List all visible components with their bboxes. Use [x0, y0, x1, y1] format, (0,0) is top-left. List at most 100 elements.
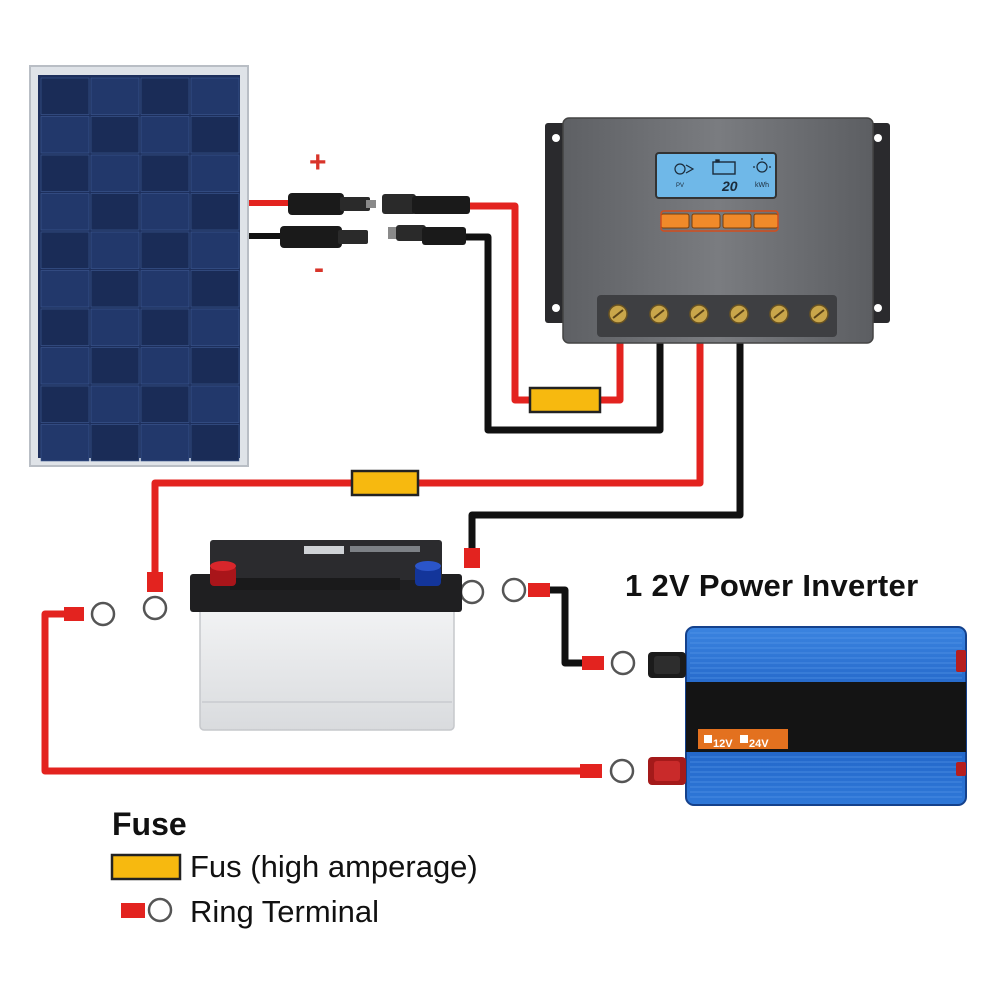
solar-cell [140, 154, 190, 192]
mc4-negative-female [388, 225, 466, 245]
inverter-title: 1 2V Power Inverter [625, 568, 919, 603]
ring-terminal-inverter-positive [580, 758, 635, 784]
controller-button-up[interactable] [691, 213, 721, 229]
inverter-negative-wire [532, 586, 598, 667]
ring-terminal-inverter-negative [582, 650, 636, 676]
solar-cell [90, 193, 140, 231]
controller-button-down[interactable] [722, 213, 752, 229]
solar-cell [90, 385, 140, 423]
solar-cell [140, 116, 190, 154]
solar-cell [90, 308, 140, 346]
controller-button-menu[interactable] [660, 213, 690, 229]
solar-cell [90, 116, 140, 154]
solar-cell [40, 231, 90, 269]
solar-cell [40, 77, 90, 115]
solar-cells [40, 77, 240, 462]
solar-cell [140, 385, 190, 423]
solar-cell [90, 231, 140, 269]
battery [190, 540, 462, 731]
solar-cell [140, 193, 190, 231]
legend-ring-terminal-icon [121, 897, 173, 923]
ring-terminal-inverter-negative-battery-end [501, 577, 550, 603]
solar-cell [40, 347, 90, 385]
solar-panel [29, 65, 249, 467]
solar-cell [90, 424, 140, 462]
terminal-screw-slot [773, 309, 785, 319]
battery-negative-terminal [415, 561, 441, 586]
controller-terminal-screws [608, 304, 829, 324]
ring-terminal-battery-negative [459, 548, 485, 605]
inverter-switch[interactable] [956, 650, 966, 672]
solar-cell [90, 347, 140, 385]
panel-negative-label: - [314, 252, 324, 285]
solar-cell [40, 385, 90, 423]
solar-cell [190, 424, 240, 462]
lcd-bulb-icon [753, 158, 771, 173]
charge-controller [545, 117, 890, 344]
inverter-12v-label: 12V [713, 738, 733, 750]
lcd-pv-label: PV [676, 183, 685, 189]
inverter-positive-wire [41, 610, 597, 775]
legend [110, 853, 182, 923]
solar-cell [40, 424, 90, 462]
battery-positive-wire [151, 340, 704, 585]
ring-terminal-battery-positive [142, 572, 168, 621]
ring-terminal-inverter-positive-battery-end [64, 601, 116, 627]
inverter-indicator [956, 762, 966, 776]
battery-positive-terminal [210, 561, 236, 586]
solar-cell [140, 308, 190, 346]
inverter-positive-post [648, 757, 686, 785]
solar-cell [190, 193, 240, 231]
lcd-battery-icon [712, 159, 736, 175]
solar-cell [140, 347, 190, 385]
lcd-sun-icon [674, 163, 695, 175]
panel-positive-label: + [309, 146, 327, 179]
solar-cell [140, 270, 190, 308]
terminal-screw-slot [612, 309, 624, 319]
terminal-screw-slot [813, 309, 825, 319]
solar-cell [140, 231, 190, 269]
mc4-positive-male [288, 193, 376, 215]
inverter-negative-post [648, 652, 686, 678]
legend-fuse-label: Fus (high amperage) [190, 849, 478, 884]
controller-terminal-block [597, 295, 837, 337]
mc4-positive-female [382, 194, 470, 214]
solar-cell [40, 193, 90, 231]
lcd-energy-unit: kWh [755, 182, 769, 189]
legend-fuse-icon [110, 853, 182, 881]
solar-cell [40, 308, 90, 346]
solar-cell [40, 270, 90, 308]
legend-ring-terminal-label: Ring Terminal [190, 894, 379, 929]
controller-lcd [655, 152, 777, 199]
solar-cell [190, 77, 240, 115]
solar-cell [190, 231, 240, 269]
solar-cell [190, 154, 240, 192]
pv-fuse [528, 386, 602, 414]
solar-cell [190, 308, 240, 346]
solar-cell [190, 116, 240, 154]
terminal-screw-slot [653, 309, 665, 319]
controller-buttons [660, 210, 779, 232]
battery-negative-wire [468, 340, 744, 560]
inverter-ribs [690, 632, 962, 798]
solar-cell [90, 154, 140, 192]
ring-terminals [64, 548, 636, 784]
controller-button-enter[interactable] [753, 213, 779, 229]
solar-cell [90, 270, 140, 308]
solar-cell [140, 77, 190, 115]
wires [41, 200, 744, 775]
pv-negative-wire [462, 233, 664, 434]
inverter-24v-label: 24V [749, 738, 769, 750]
solar-cell [190, 385, 240, 423]
fuses [350, 386, 602, 497]
solar-cell [140, 424, 190, 462]
battery-fuse [350, 469, 420, 497]
terminal-screw-slot [693, 309, 705, 319]
lcd-energy-value: 20 [722, 178, 738, 194]
mc4-negative-male [280, 226, 368, 248]
solar-cell [90, 77, 140, 115]
solar-cell [40, 154, 90, 192]
solar-cell [40, 116, 90, 154]
power-inverter [648, 626, 967, 806]
